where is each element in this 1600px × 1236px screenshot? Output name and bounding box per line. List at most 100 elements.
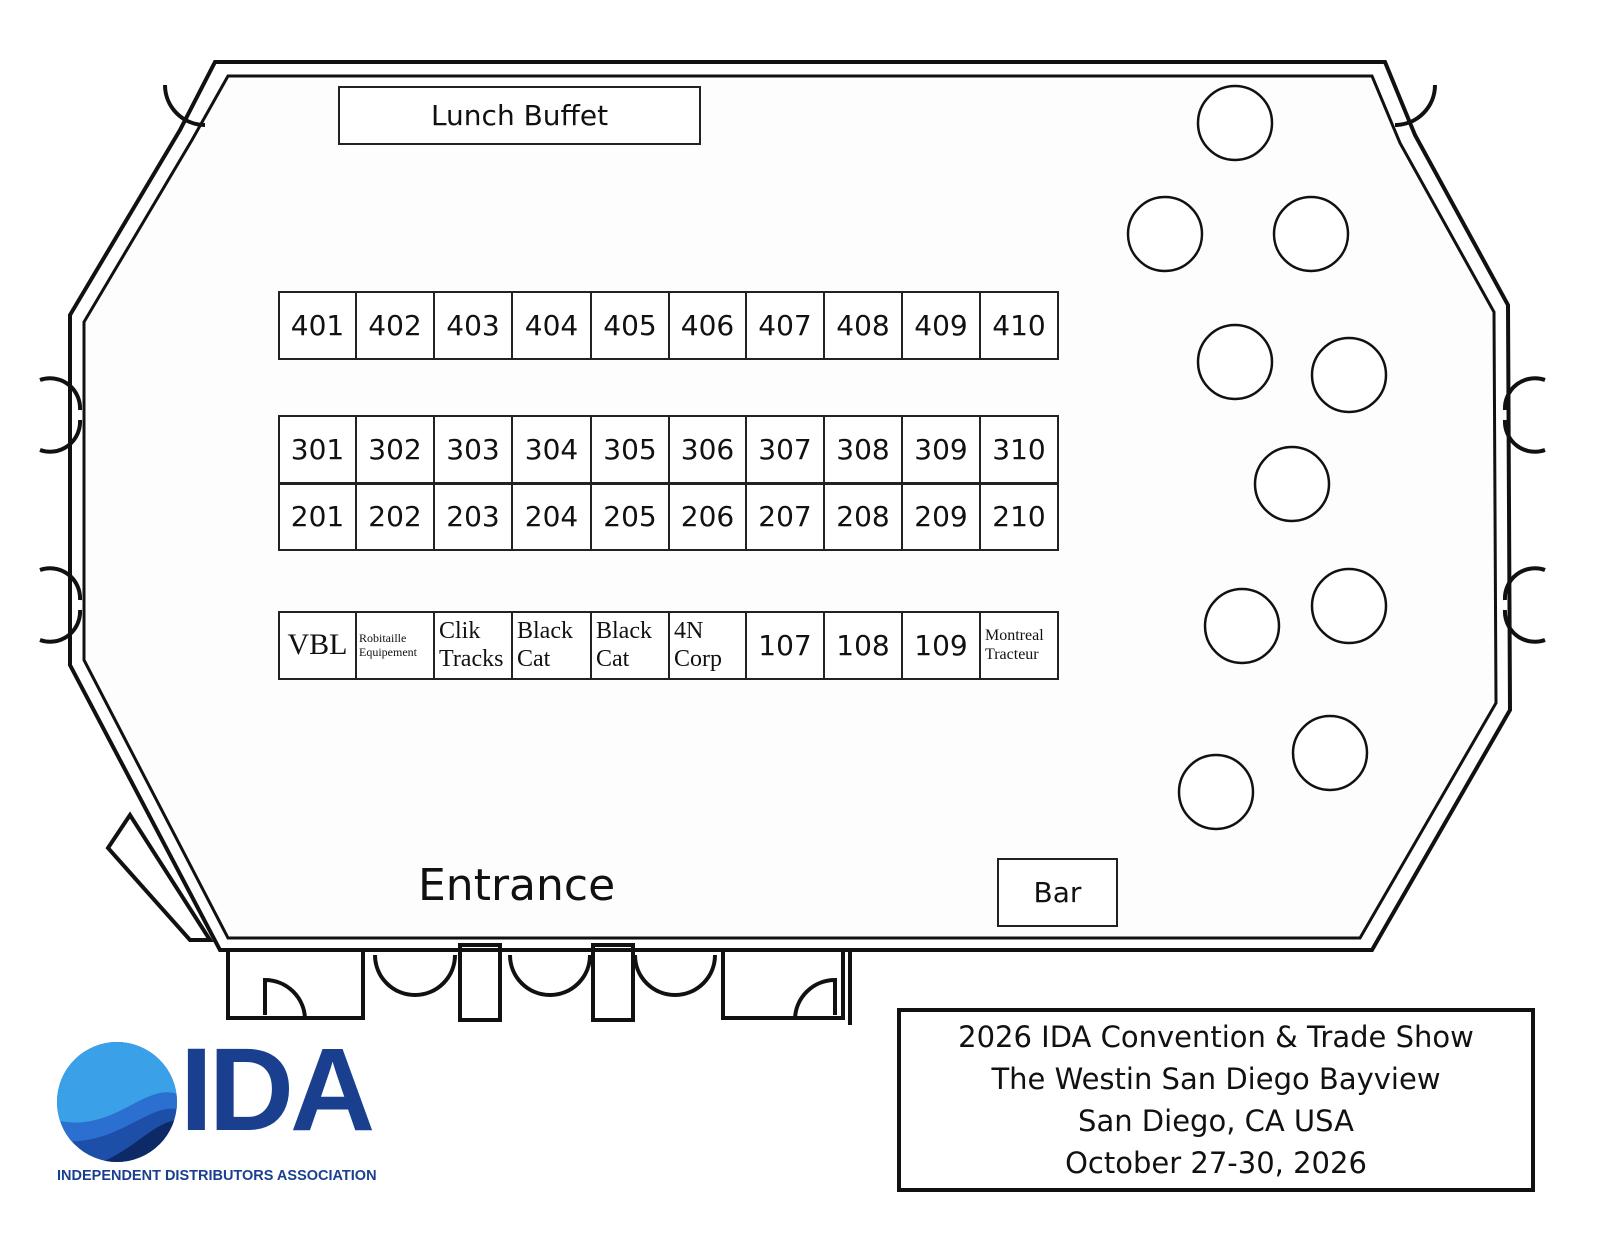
event-location: San Diego, CA USA xyxy=(1078,1104,1354,1138)
booth-label: 401 xyxy=(290,308,345,342)
booth-label: 203 xyxy=(446,500,500,533)
booth-400-5: 405 xyxy=(590,291,670,360)
booth-label: 207 xyxy=(758,500,812,533)
booth-label: 407 xyxy=(758,308,812,342)
booth-100-7: 107 xyxy=(745,611,825,680)
booth-100-4: Black Cat xyxy=(511,611,592,680)
booth-200-7: 207 xyxy=(745,483,825,551)
round-table xyxy=(1310,336,1388,414)
booth-400-9: 409 xyxy=(901,291,981,360)
booth-300-2: 302 xyxy=(355,415,435,484)
booth-300-4: 304 xyxy=(511,415,592,484)
booth-100-9: 109 xyxy=(901,611,981,680)
booth-400-10: 410 xyxy=(979,291,1059,360)
ida-logo: IDA INDEPENDENT DISTRIBUTORS ASSOCIATION xyxy=(55,1024,405,1190)
booth-100-8: 108 xyxy=(823,611,903,680)
booth-300-10: 310 xyxy=(979,415,1059,484)
booth-300-8: 308 xyxy=(823,415,903,484)
booth-400-3: 403 xyxy=(433,291,513,360)
logo-subtitle: INDEPENDENT DISTRIBUTORS ASSOCIATION xyxy=(57,1168,377,1184)
booth-label: Black Cat xyxy=(596,617,652,672)
booth-label: 301 xyxy=(290,432,345,466)
booth-label: 202 xyxy=(368,500,422,533)
booth-400-4: 404 xyxy=(511,291,592,360)
booth-label: 410 xyxy=(992,308,1046,342)
booth-300-6: 306 xyxy=(668,415,747,484)
booth-200-1: 201 xyxy=(278,483,357,551)
booth-label: 109 xyxy=(914,628,968,662)
booth-200-3: 203 xyxy=(433,483,513,551)
lunch-buffet: Lunch Buffet xyxy=(338,86,701,145)
booth-200-10: 210 xyxy=(979,483,1059,551)
booth-200-9: 209 xyxy=(901,483,981,551)
event-venue: The Westin San Diego Bayview xyxy=(991,1062,1441,1096)
lunch-buffet-label: Lunch Buffet xyxy=(430,99,609,132)
door-icons xyxy=(39,84,1546,1025)
entrance-label: Entrance xyxy=(418,860,616,911)
booth-label: Black Cat xyxy=(517,617,573,672)
event-dates: October 27-30, 2026 xyxy=(1065,1146,1367,1180)
round-table xyxy=(1196,323,1274,401)
booth-300-1: 301 xyxy=(278,415,357,484)
booth-label: Clik Tracks xyxy=(439,617,504,672)
booth-100-1: VBL xyxy=(278,611,357,680)
globe-icon xyxy=(57,1042,177,1162)
booth-200-5: 205 xyxy=(590,483,670,551)
booth-label: 210 xyxy=(992,500,1046,533)
booth-label: 406 xyxy=(680,308,735,342)
booth-200-4: 204 xyxy=(511,483,592,551)
booth-300-7: 307 xyxy=(745,415,825,484)
booth-label: 201 xyxy=(290,500,345,533)
round-table xyxy=(1177,753,1255,831)
booth-label: 409 xyxy=(914,308,968,342)
booth-label: 206 xyxy=(680,500,735,533)
booth-label: 307 xyxy=(758,432,812,466)
booth-400-1: 401 xyxy=(278,291,357,360)
booth-400-8: 408 xyxy=(823,291,903,360)
bar-label: Bar xyxy=(1033,876,1082,909)
booth-label: 208 xyxy=(836,500,890,533)
booth-label: 108 xyxy=(836,628,890,662)
booth-100-6: 4N Corp xyxy=(668,611,747,680)
booth-100-2: Robitaille Equipement xyxy=(355,611,435,680)
booth-100-5: Black Cat xyxy=(590,611,670,680)
booth-400-6: 406 xyxy=(668,291,747,360)
booth-label: 402 xyxy=(368,308,422,342)
round-table xyxy=(1272,195,1350,273)
booth-label: 403 xyxy=(446,308,500,342)
booth-label: 404 xyxy=(524,308,579,342)
event-info-box: 2026 IDA Convention & Trade Show The Wes… xyxy=(897,1008,1535,1192)
booth-label: 408 xyxy=(836,308,890,342)
booth-label: 209 xyxy=(914,500,968,533)
booth-400-7: 407 xyxy=(745,291,825,360)
booth-300-3: 303 xyxy=(433,415,513,484)
booth-label: VBL xyxy=(287,628,348,662)
booth-label: 204 xyxy=(524,500,579,533)
round-table xyxy=(1253,445,1331,523)
round-tables xyxy=(1126,84,1388,831)
booth-label: 304 xyxy=(524,432,579,466)
booth-label: 302 xyxy=(368,432,422,466)
event-title: 2026 IDA Convention & Trade Show xyxy=(958,1020,1474,1054)
booth-label: 4N Corp xyxy=(674,617,722,672)
booth-label: 306 xyxy=(680,432,735,466)
round-table xyxy=(1126,195,1204,273)
booth-100-3: Clik Tracks xyxy=(433,611,513,680)
booth-300-5: 305 xyxy=(590,415,670,484)
booth-label: 309 xyxy=(914,432,968,466)
booth-400-2: 402 xyxy=(355,291,435,360)
booth-300-9: 309 xyxy=(901,415,981,484)
round-table xyxy=(1203,587,1281,665)
booth-label: 303 xyxy=(446,432,500,466)
round-table xyxy=(1310,567,1388,645)
booth-label: Montreal Tracteur xyxy=(985,627,1044,663)
booth-200-8: 208 xyxy=(823,483,903,551)
booth-100-10: Montreal Tracteur xyxy=(979,611,1059,680)
booth-label: 405 xyxy=(603,308,657,342)
booth-label: 205 xyxy=(603,500,657,533)
booth-label: 310 xyxy=(992,432,1046,466)
booth-label: 305 xyxy=(603,432,657,466)
booth-label: 308 xyxy=(836,432,890,466)
booth-label: Robitaille Equipement xyxy=(359,630,417,659)
round-table xyxy=(1291,714,1369,792)
